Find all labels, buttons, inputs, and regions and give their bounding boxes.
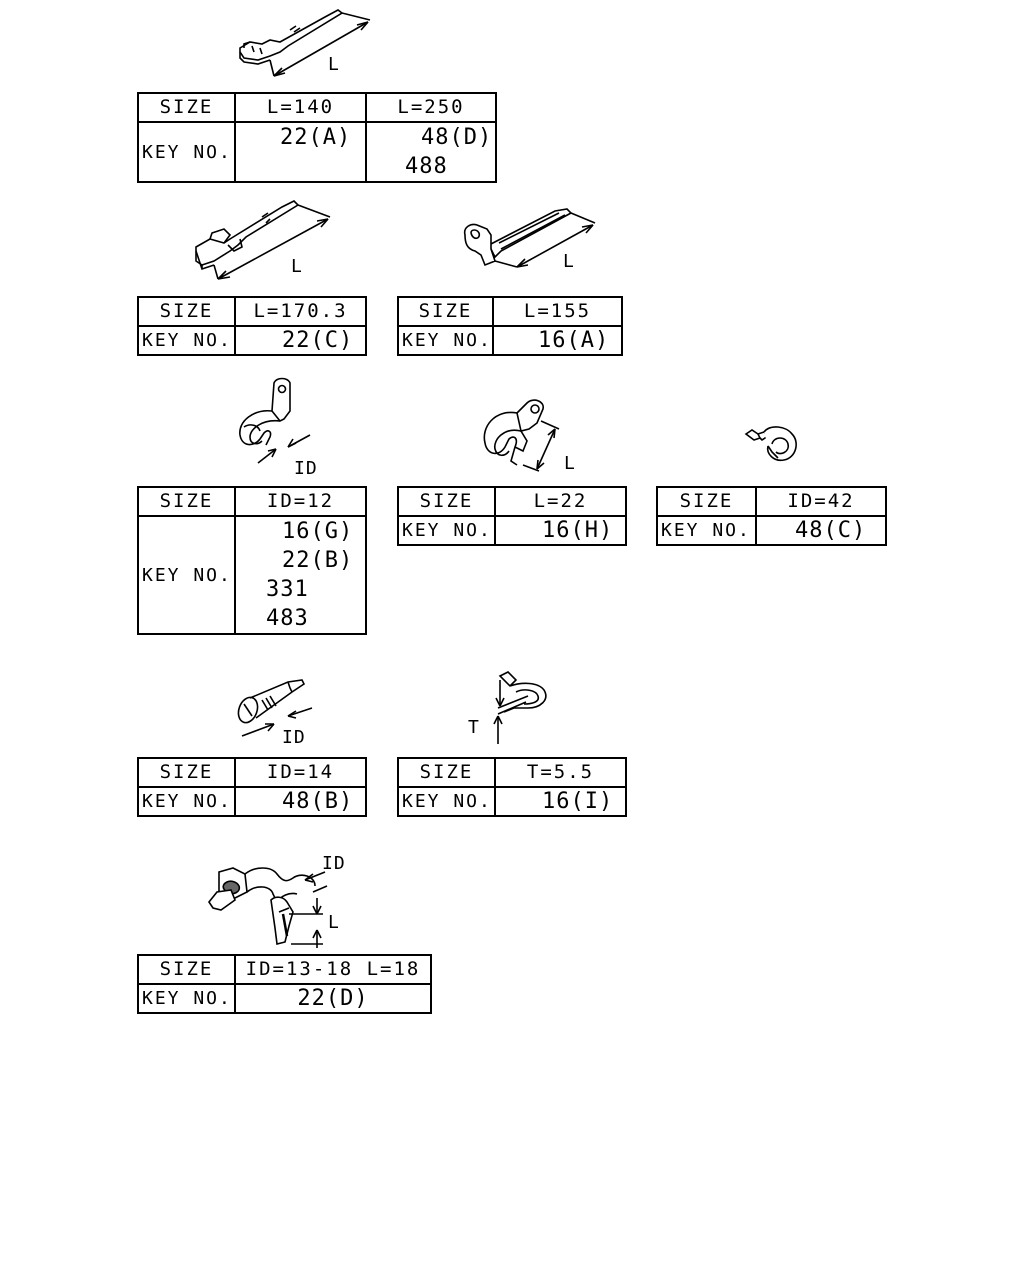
size-header: SIZE (137, 757, 236, 788)
spec-table: SIZE L=155 KEY NO. 16(A) (397, 296, 623, 356)
size-header: SIZE (656, 486, 757, 517)
dimension-label-l: L (328, 912, 340, 933)
key-no-label: KEY NO. (656, 515, 757, 546)
size-value: L=155 (492, 296, 623, 327)
size-value: ID=13-18 L=18 (234, 954, 432, 985)
size-value: L=140 (234, 92, 367, 123)
dimension-label-l: L (563, 251, 575, 272)
dimension-label-t: T (468, 717, 480, 738)
p-clip-drawing (475, 395, 575, 475)
size-value: ID=42 (755, 486, 887, 517)
spec-table: SIZE ID=42 KEY NO. 48(C) (656, 486, 887, 546)
spec-table: SIZE ID=14 KEY NO. 48(B) (137, 757, 367, 817)
dimension-label-id: ID (294, 458, 318, 479)
key-number: 483 (266, 606, 309, 631)
cable-tie-mount-drawing (190, 195, 340, 285)
spec-table: SIZE ID=13-18 L=18 KEY NO. 22(D) (137, 954, 432, 1014)
edge-clip-drawing (462, 668, 557, 748)
key-no-value: 16(G) 22(B) 331 483 (234, 515, 367, 635)
dimension-label-l: L (328, 54, 340, 75)
push-clip-drawing (230, 670, 325, 745)
dimension-label-l: L (291, 256, 303, 277)
spec-table: SIZE L=170.3 KEY NO. 22(C) (137, 296, 367, 356)
size-value: L=22 (494, 486, 627, 517)
spec-table: SIZE L=22 KEY NO. 16(H) (397, 486, 627, 546)
double-clip-drawing (205, 852, 355, 952)
spec-table: SIZE T=5.5 KEY NO. 16(I) (397, 757, 627, 817)
key-no-label: KEY NO. (397, 325, 494, 356)
key-number: 16(G) (282, 519, 354, 544)
key-no-label: KEY NO. (137, 983, 236, 1014)
size-header: SIZE (137, 954, 236, 985)
p-clip-drawing (232, 375, 322, 470)
key-no-value: 16(I) (494, 786, 627, 817)
size-header: SIZE (397, 486, 496, 517)
key-no-value: 22(C) (234, 325, 367, 356)
key-no-value: 48(B) (234, 786, 367, 817)
size-header: SIZE (137, 296, 236, 327)
key-no-label: KEY NO. (137, 515, 236, 635)
key-no-value: 48(D) 488 (365, 121, 497, 183)
size-value: L=250 (365, 92, 497, 123)
size-value: L=170.3 (234, 296, 367, 327)
dimension-label-id: ID (282, 727, 306, 748)
key-number: 48(D) (421, 125, 493, 150)
size-header: SIZE (397, 296, 494, 327)
key-no-value: 16(A) (492, 325, 623, 356)
key-no-label: KEY NO. (137, 325, 236, 356)
key-no-label: KEY NO. (397, 786, 496, 817)
key-number: 22(B) (282, 548, 354, 573)
key-no-value: 22(D) (234, 983, 432, 1014)
size-value: T=5.5 (494, 757, 627, 788)
key-no-value: 22(A) (234, 121, 367, 183)
dimension-label-id: ID (322, 853, 346, 874)
key-number: 331 (266, 577, 309, 602)
size-value: ID=12 (234, 486, 367, 517)
key-no-label: KEY NO. (137, 786, 236, 817)
size-value: ID=14 (234, 757, 367, 788)
slotted-tie-drawing (455, 205, 605, 280)
size-header: SIZE (137, 92, 236, 123)
size-header: SIZE (397, 757, 496, 788)
size-header: SIZE (137, 486, 236, 517)
key-no-value: 48(C) (755, 515, 887, 546)
cable-tie-drawing (230, 0, 380, 85)
key-number: 22(A) (280, 125, 352, 150)
small-clip-drawing (742, 422, 806, 470)
key-no-label: KEY NO. (397, 515, 496, 546)
dimension-label-l: L (564, 453, 576, 474)
spec-table: SIZE L=140 L=250 KEY NO. 22(A) 48(D) 488 (137, 92, 497, 183)
spec-table: SIZE ID=12 KEY NO. 16(G) 22(B) 331 483 (137, 486, 367, 635)
key-no-value: 16(H) (494, 515, 627, 546)
key-number: 488 (405, 154, 448, 179)
key-no-label: KEY NO. (137, 121, 236, 183)
